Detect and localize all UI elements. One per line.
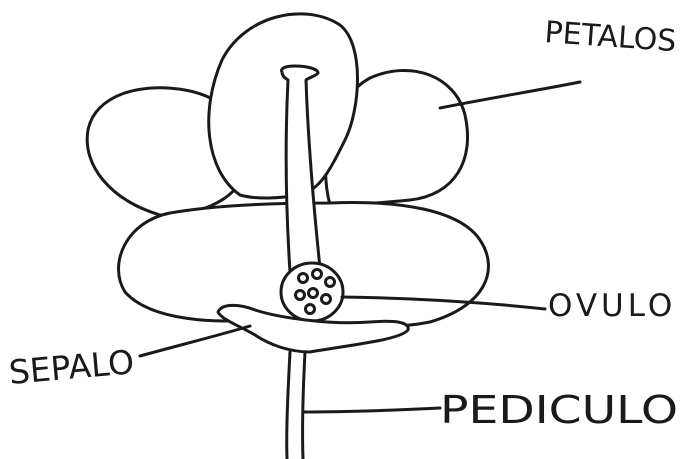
leader-line-sepal: [140, 326, 250, 356]
leader-line-petals: [440, 82, 580, 108]
pedicel-stem: [287, 352, 305, 459]
label-pedicel: PEDICULO: [440, 388, 678, 432]
label-petals: PETALOS: [543, 15, 677, 59]
label-sepal: SEPALO: [7, 342, 135, 392]
leader-line-pedicel: [303, 408, 440, 412]
label-ovule: OVULO: [548, 288, 676, 324]
